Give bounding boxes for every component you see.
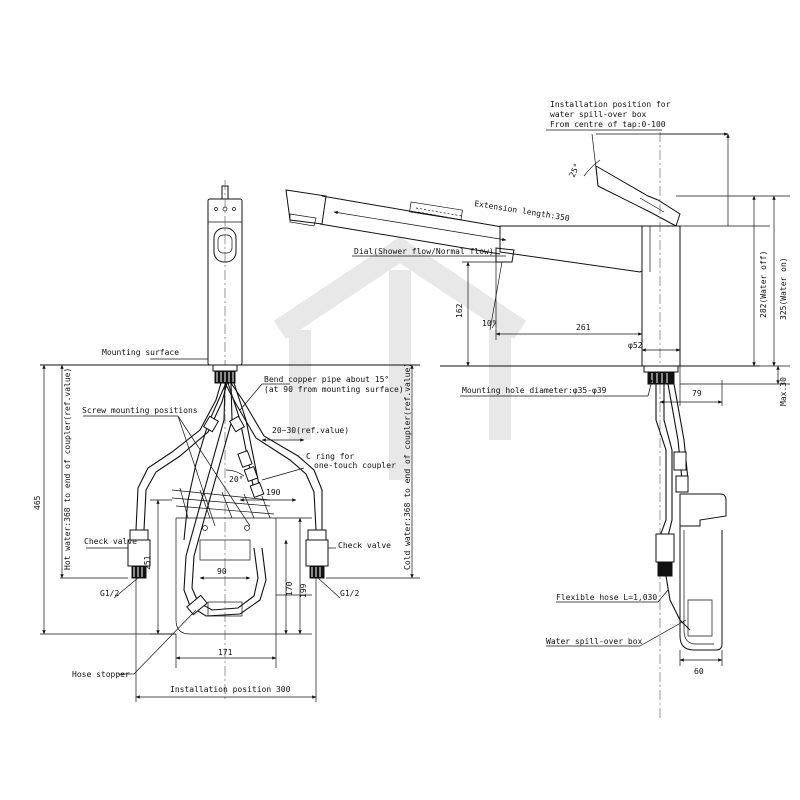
hose-stopper-label: Hose stopper (72, 670, 130, 679)
dim-465-label: 465 (33, 495, 42, 510)
cabinet-outline-front (171, 487, 300, 635)
mounting-nut-front (212, 364, 238, 384)
bend-copper-pipe-note: (at 90 from mounting surface) (264, 385, 404, 394)
extension-length-label: Extension length:350 (474, 199, 571, 223)
water-off-label: 282(Water off) (759, 251, 768, 318)
cold-water-label: Cold water:368 to end of coupler(ref.val… (403, 363, 412, 570)
dim-251-label: 251 (143, 555, 152, 570)
g12-right-label: G1/2 (340, 589, 359, 598)
dim-90-label: 90 (217, 567, 227, 576)
front-dimensions (42, 364, 414, 699)
angle-10-label: 10° (482, 319, 496, 328)
front-view: Mounting surface (33, 180, 420, 702)
hoses-front (135, 382, 323, 617)
c-ring-coupler-label: one-touch coupler (314, 461, 396, 470)
dim-162-label: 162 (455, 303, 464, 318)
dim-171-label: 171 (218, 648, 233, 657)
angle-20-label: 20° (229, 475, 243, 484)
check-valve-left-label: Check valve (84, 537, 137, 546)
water-spill-over-box (679, 493, 727, 651)
bend-copper-pipe-label: Bend copper pipe about 15° (264, 375, 389, 384)
hoses-side (655, 383, 691, 631)
mounting-nut-side (440, 365, 760, 385)
dim-170-label: 170 (285, 581, 294, 596)
spill-box-position-label: Installation position for (550, 100, 671, 109)
spill-box-position-range: From centre of tap:0-100 (550, 120, 666, 129)
couplers-front (186, 415, 265, 616)
side-leaders (352, 129, 687, 647)
check-valve-left (127, 529, 151, 579)
angle-25-label: 25° (568, 162, 582, 179)
mounting-hole-label: Mounting hole diameter:φ35-φ39 (462, 386, 607, 395)
check-valve-right (305, 529, 329, 579)
dim-60-label: 60 (694, 667, 704, 676)
dim-199-label: 199 (299, 583, 308, 598)
hot-water-label: Hot water:368 to end of coupler(ref.valu… (63, 368, 72, 570)
faucet-body-side (495, 132, 681, 720)
c-ring-label: C ring for (306, 452, 354, 461)
front-extension-lines (40, 499, 420, 702)
water-spill-box-label: Water spill-over box (546, 637, 643, 646)
flexible-hose-label: Flexible hose L=1,030 (556, 593, 657, 602)
front-leaders (83, 383, 341, 675)
ref-20-30-label: 20~30(ref.value) (272, 426, 349, 435)
water-on-label: 325(Water on) (779, 257, 788, 320)
side-view: Installation position for water spill-ov… (285, 100, 790, 720)
dim-79-label: 79 (692, 389, 702, 398)
side-dimensions (333, 132, 780, 662)
g12-left-label: G1/2 (100, 589, 119, 598)
dim-261-label: 261 (576, 323, 591, 332)
max-30-label: Max.30 (779, 377, 788, 406)
screw-mounting-positions-label: Screw mounting positions (82, 406, 198, 415)
installation-position-label: Installation position 300 (170, 685, 291, 694)
side-extension-lines (462, 133, 790, 666)
spill-box-position-label-2: water spill-over box (550, 110, 647, 119)
dim-190-label: 190 (266, 488, 281, 497)
dia-52-label: φ52 (628, 341, 643, 350)
watermark-logo (273, 236, 527, 480)
faucet-body-front (207, 180, 243, 700)
mounting-surface-label: Mounting surface (102, 348, 179, 357)
dial-label: Dial(Shower flow/Normal flow) (354, 247, 494, 256)
check-valve-right-label: Check valve (338, 541, 391, 550)
